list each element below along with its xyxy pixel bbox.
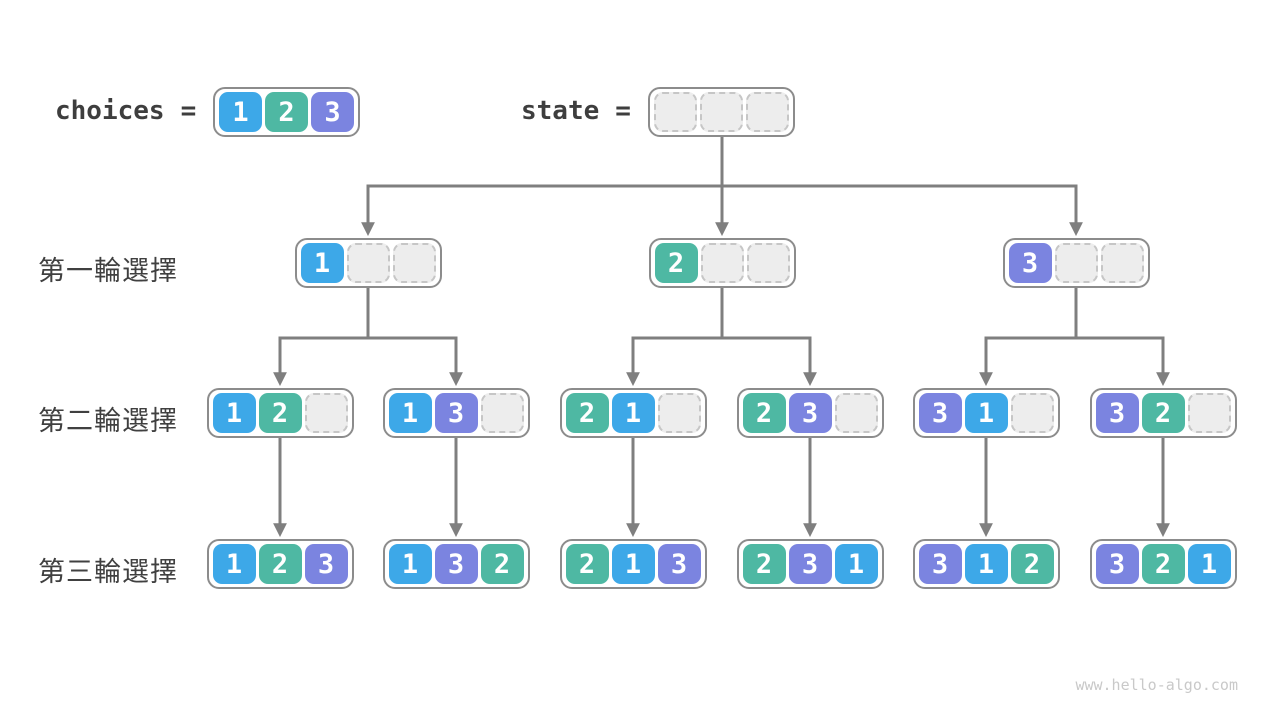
cell-value-2: 2 (480, 544, 524, 584)
cell-empty (746, 243, 790, 283)
cell-value-3: 3 (788, 393, 832, 433)
cell-value-2: 2 (654, 243, 698, 283)
cell-value-2: 2 (565, 393, 609, 433)
round-2-label: 第二輪選擇 (38, 406, 178, 436)
cell-value-3: 3 (304, 544, 348, 584)
cell-empty (657, 393, 701, 433)
cell-value-3: 3 (918, 544, 962, 584)
tree-node-r1-2: 2 (648, 238, 796, 288)
cell-value-1: 1 (964, 544, 1008, 584)
cell-value-3: 3 (434, 544, 478, 584)
state-equals-sign: = (615, 96, 631, 126)
cell-value-2: 2 (1010, 544, 1054, 584)
state-array-box (648, 87, 795, 137)
cell-empty (1054, 243, 1098, 283)
cell-value-3: 3 (657, 544, 701, 584)
cell-value-3: 3 (918, 393, 962, 433)
choices-label: choices (55, 96, 165, 126)
cell-value-1: 1 (834, 544, 878, 584)
cell-empty (1010, 393, 1054, 433)
cell-empty (834, 393, 878, 433)
cell-value-2: 2 (258, 544, 302, 584)
cell-value-1: 1 (212, 544, 256, 584)
cell-value-1: 1 (1187, 544, 1231, 584)
cell-value-2: 2 (742, 393, 786, 433)
cell-value-3: 3 (1008, 243, 1052, 283)
cell-value-3: 3 (1095, 393, 1139, 433)
cell-empty (304, 393, 348, 433)
choices-equals-sign: = (180, 96, 197, 126)
state-label: state (521, 96, 600, 126)
cell-empty (1187, 393, 1231, 433)
choices-group: choices = (55, 86, 196, 136)
cell-value-1: 1 (388, 393, 432, 433)
cell-value-3: 3 (788, 544, 832, 584)
cell-value-2: 2 (742, 544, 786, 584)
watermark-url: www.hello-algo.com (1075, 676, 1238, 694)
cell-value-2: 2 (265, 92, 308, 132)
cell-value-2: 2 (1141, 544, 1185, 584)
cell-value-1: 1 (300, 243, 344, 283)
tree-node-r1-3: 3 (1002, 238, 1150, 288)
cell-value-1: 1 (964, 393, 1008, 433)
cell-value-1: 1 (219, 92, 262, 132)
cell-value-1: 1 (611, 393, 655, 433)
cell-value-2: 2 (258, 393, 302, 433)
cell-value-3: 3 (1095, 544, 1139, 584)
cell-value-2: 2 (1141, 393, 1185, 433)
cell-empty (654, 92, 697, 132)
round-3-label: 第三輪選擇 (38, 557, 178, 587)
cell-empty (392, 243, 436, 283)
cell-empty (746, 92, 789, 132)
round-1-label: 第一輪選擇 (38, 256, 178, 286)
cell-empty (1100, 243, 1144, 283)
tree-node-r1-1: 1 (294, 238, 442, 288)
cell-value-2: 2 (565, 544, 609, 584)
cell-empty (480, 393, 524, 433)
cell-empty (700, 92, 743, 132)
state-group: state = (521, 86, 631, 136)
cell-value-1: 1 (611, 544, 655, 584)
cell-empty (346, 243, 390, 283)
cell-value-3: 3 (311, 92, 354, 132)
cell-value-1: 1 (212, 393, 256, 433)
cell-empty (700, 243, 744, 283)
cell-value-1: 1 (388, 544, 432, 584)
cell-value-3: 3 (434, 393, 478, 433)
